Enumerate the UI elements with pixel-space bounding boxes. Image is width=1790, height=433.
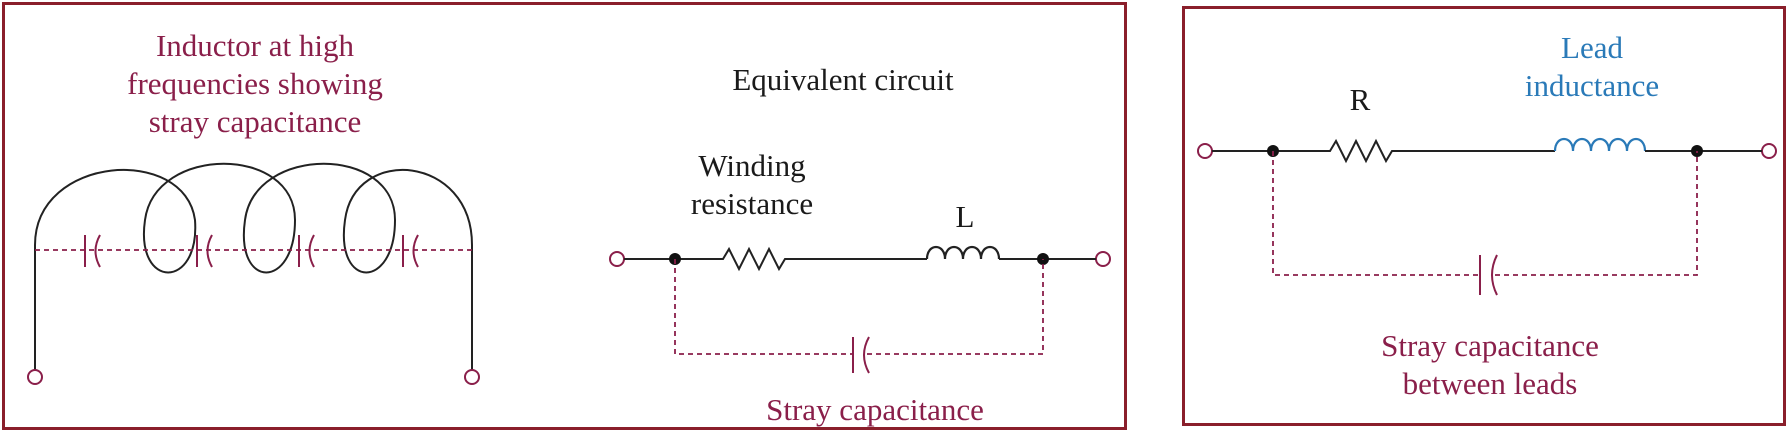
coil-capacitor-2 (196, 234, 213, 268)
lead-stray-capacitor (1479, 254, 1498, 296)
resistor-R-label: R (1349, 82, 1371, 117)
coil-terminal-left (27, 369, 43, 385)
inductor-diagram (27, 162, 1111, 385)
inductor-panel: Inductor at high frequencies showing str… (2, 2, 1127, 430)
eq-terminal-left (609, 251, 625, 267)
lead-main-wire (1212, 138, 1555, 164)
lead-terminal-right (1761, 143, 1777, 159)
eq-stray-capacitor (852, 336, 870, 374)
inductance-L-label: L (955, 199, 975, 234)
lead-inductance-label: Lead inductance (1524, 30, 1660, 103)
leads-diagram (1197, 137, 1777, 296)
coil-capacitor-4 (402, 234, 419, 268)
inductor-title: Inductor at high frequencies showing str… (127, 28, 383, 139)
eq-terminal-right (1095, 251, 1111, 267)
lead-inductance-coil (1553, 137, 1647, 152)
eq-stray-dash (674, 259, 1044, 355)
lead-terminal-left (1197, 143, 1213, 159)
winding-resistance-label: Winding resistance (690, 148, 814, 221)
stray-capacitance-label: Stray capacitance (766, 392, 984, 427)
stray-capacitance-leads-label: Stray capacitance between leads (1381, 328, 1599, 401)
coil-capacitor-1 (84, 234, 101, 268)
coil-winding (34, 162, 473, 274)
eq-inductor-L (925, 245, 1001, 260)
equivalent-circuit-title: Equivalent circuit (732, 62, 954, 97)
coil-capacitor-3 (298, 234, 315, 268)
leads-panel: R Lead inductance Stray capacitance betw… (1182, 6, 1786, 426)
lead-stray-dash (1272, 151, 1698, 276)
eq-main-wire (624, 246, 927, 272)
coil-terminal-right (464, 369, 480, 385)
